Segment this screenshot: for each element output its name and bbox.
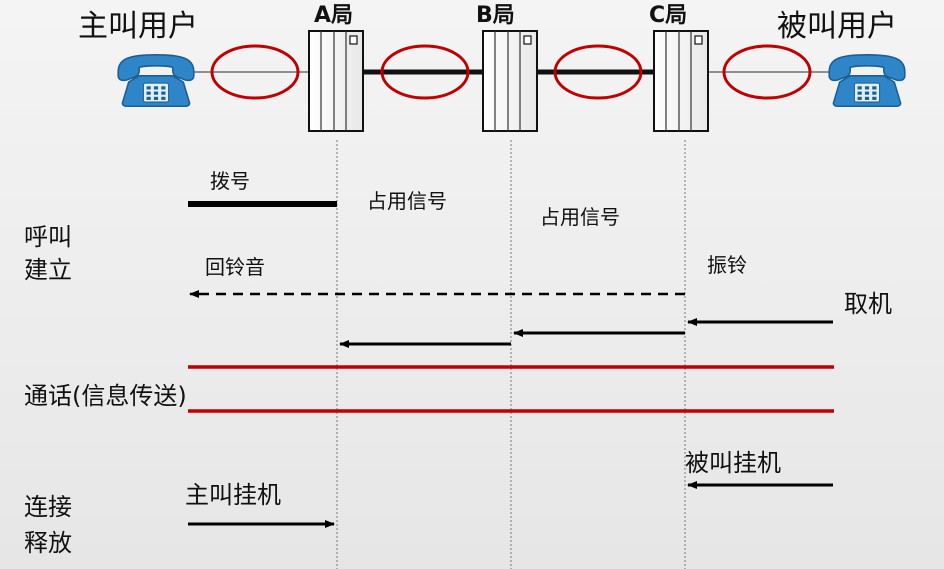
signal-circle-4 bbox=[722, 44, 812, 100]
office-a-label: A局 bbox=[314, 3, 353, 28]
phase-setup-line2: 建立 bbox=[24, 256, 72, 284]
switch-b-icon bbox=[482, 30, 538, 132]
phase-setup-line1: 呼叫 bbox=[24, 223, 72, 251]
office-c-label: C局 bbox=[649, 3, 687, 28]
signal-ringback-label: 回铃音 bbox=[205, 255, 265, 279]
callee-label: 被叫用户 bbox=[777, 9, 897, 44]
phase-release-line1: 连接 bbox=[24, 493, 72, 521]
signal-callee-hangup-label: 被叫挂机 bbox=[685, 449, 781, 477]
signal-circle-3 bbox=[553, 44, 643, 100]
signal-ringing-label: 振铃 bbox=[707, 253, 747, 277]
caller-label: 主叫用户 bbox=[78, 9, 198, 44]
phase-talk: 通话(信息传送) bbox=[24, 382, 187, 410]
caller-phone-icon bbox=[117, 53, 195, 108]
switch-a-icon bbox=[308, 30, 364, 132]
callee-phone-icon bbox=[828, 53, 906, 108]
signal-offhook-label: 取机 bbox=[844, 290, 892, 318]
signal-dial-label: 拨号 bbox=[210, 169, 250, 193]
phase-release-line2: 释放 bbox=[24, 529, 72, 557]
signal-circle-1 bbox=[210, 44, 300, 100]
office-b-label: B局 bbox=[476, 3, 515, 28]
switch-c-icon bbox=[653, 30, 709, 132]
signal-circle-2 bbox=[380, 44, 470, 100]
signal-caller-hangup-label: 主叫挂机 bbox=[185, 481, 281, 509]
signal-seize-ab-label: 占用信号 bbox=[367, 189, 447, 213]
signal-seize-bc-label: 占用信号 bbox=[540, 205, 620, 229]
